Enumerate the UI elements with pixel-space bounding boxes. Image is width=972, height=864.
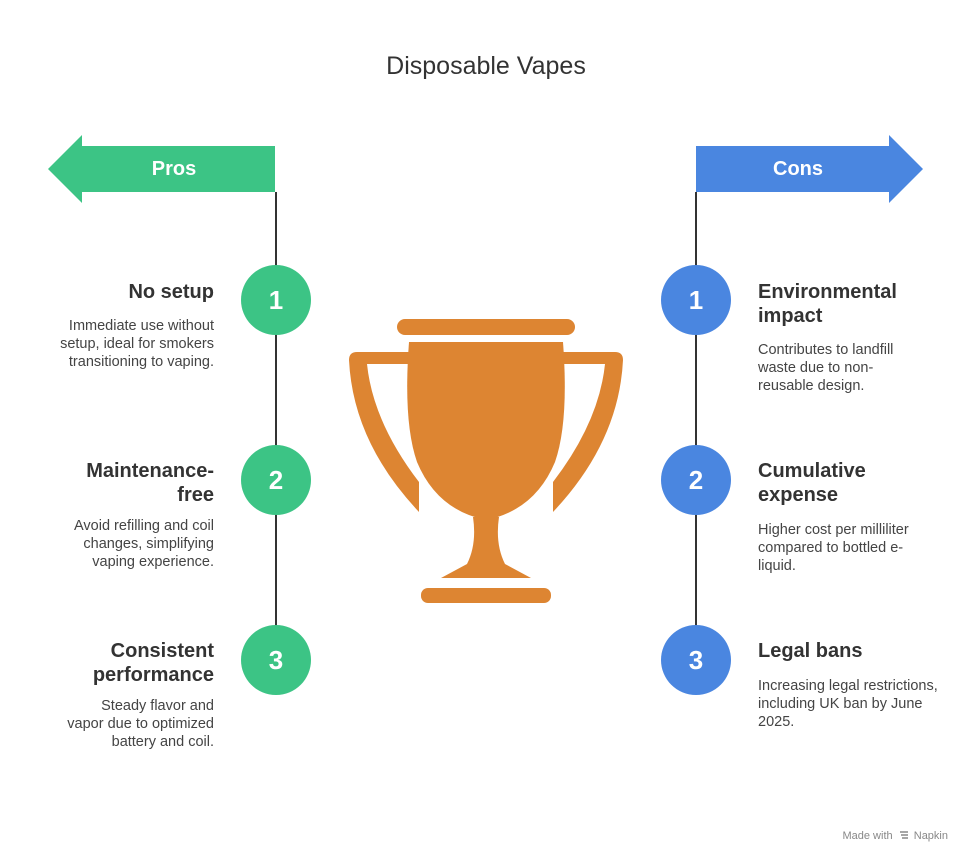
cons-item-3-number: 3 (661, 625, 731, 695)
pros-item-1-heading: No setup (128, 281, 214, 303)
pros-timeline (275, 192, 277, 660)
cons-item-1-number: 1 (661, 265, 731, 335)
pros-item-2-heading: Maintenance-free (86, 460, 214, 506)
cons-item-1-heading: Environmental impact (758, 281, 897, 327)
pros-item-1-number: 1 (241, 265, 311, 335)
pros-label: Pros (151, 158, 197, 180)
cons-item-1-description: Contributes to landfill waste due to non… (758, 342, 894, 394)
footer-credit: Made with Napkin (842, 830, 948, 842)
cons-item-3-heading: Legal bans (758, 640, 863, 662)
pros-item-1-description: Immediate use without setup, ideal for s… (60, 318, 214, 370)
cons-item-2-heading: Cumulative expense (758, 460, 866, 506)
pros-item-2-number: 2 (241, 445, 311, 515)
footer-brand: Napkin (913, 830, 948, 842)
cons-timeline (695, 192, 697, 660)
trophy-icon (349, 319, 623, 603)
cons-item-3-description: Increasing legal restrictions, including… (758, 678, 938, 730)
pros-arrow (48, 135, 275, 203)
cons-item-2-description: Higher cost per milliliter compared to b… (758, 522, 909, 574)
cons-arrow (696, 135, 923, 203)
napkin-logo-icon (899, 831, 908, 839)
pros-item-3-number: 3 (241, 625, 311, 695)
cons-label: Cons (773, 158, 823, 180)
page-title: Disposable Vapes (386, 52, 586, 80)
pros-item-2-description: Avoid refilling and coil changes, simpli… (74, 518, 214, 570)
pros-item-3-description: Steady flavor and vapor due to optimized… (67, 698, 214, 750)
cons-item-2-number: 2 (661, 445, 731, 515)
pros-item-3-heading: Consistent performance (92, 640, 214, 686)
footer-made-with: Made with (842, 830, 893, 842)
